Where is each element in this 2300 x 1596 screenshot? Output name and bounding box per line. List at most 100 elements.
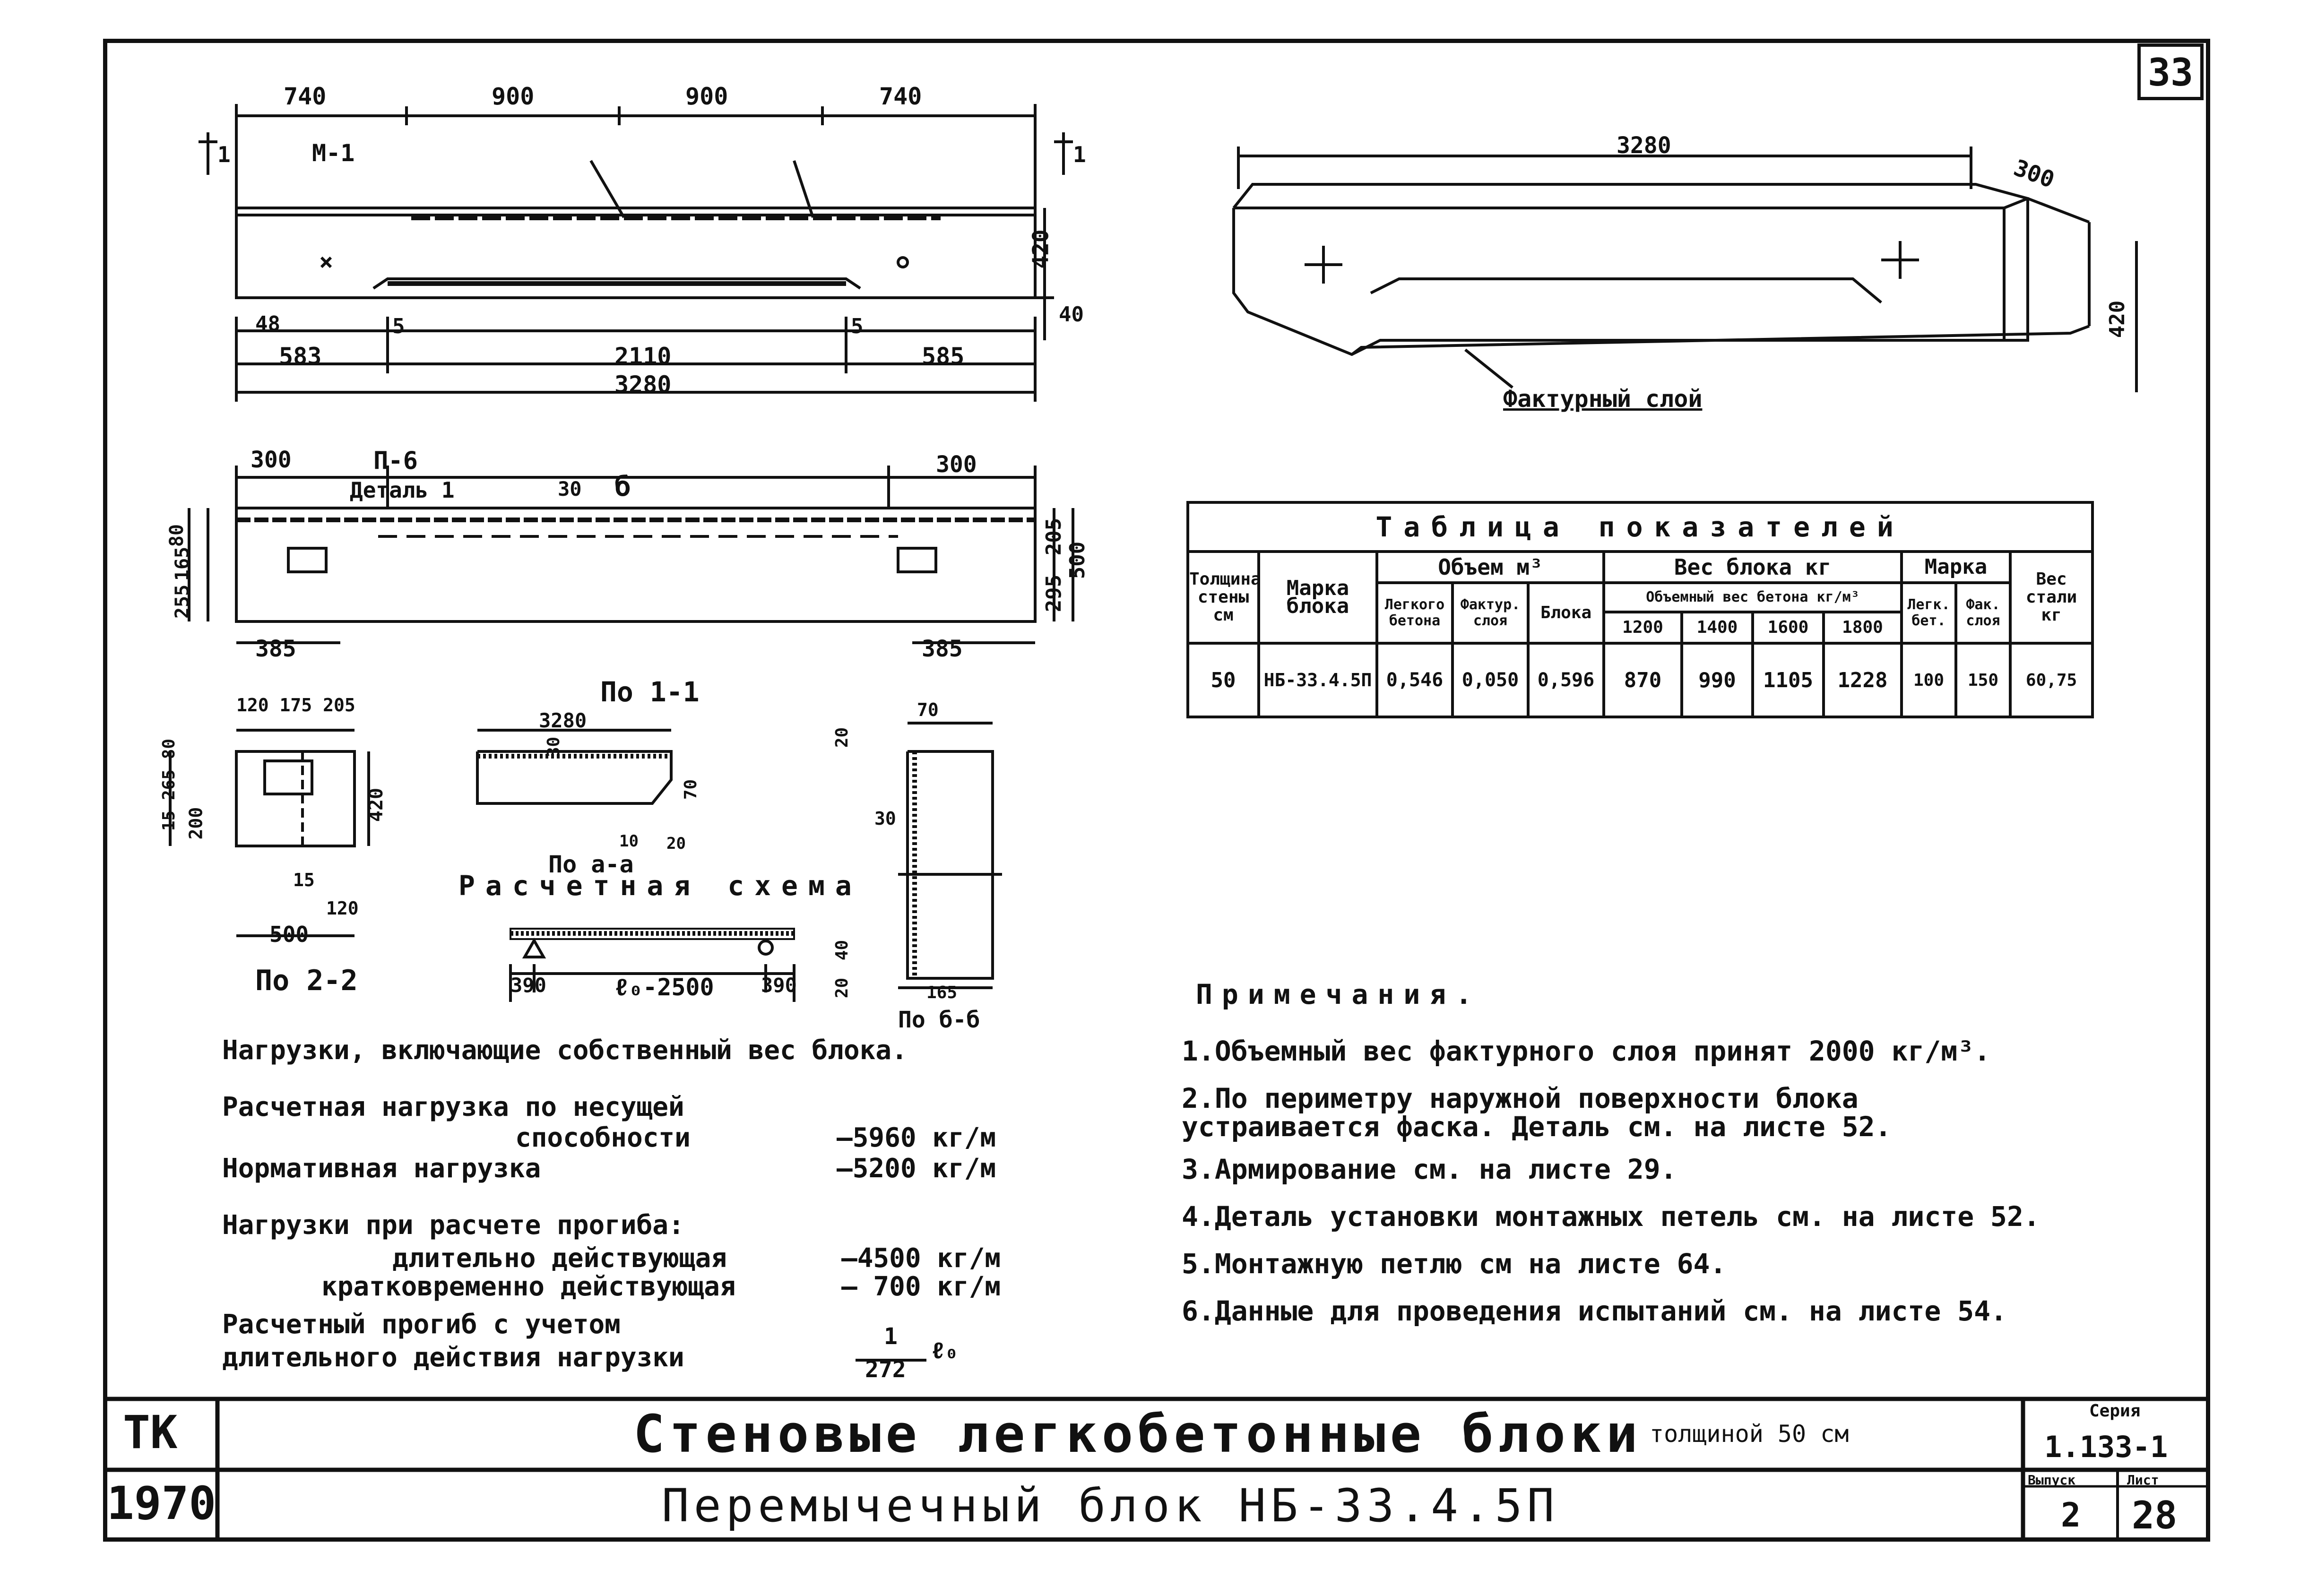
dim-40-bb: 40 <box>832 940 852 961</box>
title-tk: ТК <box>123 1406 178 1459</box>
section-mark-left: 1 <box>217 142 231 167</box>
norm-load-value: —5200 кг/м <box>837 1153 996 1184</box>
head-thickness: Толщина стены см <box>1186 550 1260 645</box>
note-4: 4.Деталь установки монтажных петель см. … <box>1182 1200 2040 1233</box>
dims-left-22: 15 265 80 <box>159 738 179 831</box>
head-volume-fact: Фактур. слоя <box>1451 581 1530 645</box>
cell-thickness: 50 <box>1186 642 1260 718</box>
dim-120-22: 120 <box>326 898 359 919</box>
deflection-label-1: Расчетный прогиб с учетом <box>222 1309 621 1340</box>
head-grade-light: Легк. бет. <box>1900 581 1957 645</box>
cell-grade-light: 100 <box>1900 642 1957 718</box>
calc-right: 390 <box>761 974 797 997</box>
plan-block <box>235 507 1037 623</box>
dim-385-left: 385 <box>255 636 296 662</box>
dim-500-plan: 500 <box>1065 541 1090 579</box>
cell-v-light: 0,546 <box>1375 642 1454 718</box>
short-load-label: кратковременно действующая <box>321 1271 736 1302</box>
loads-heading: Нагрузки, включающие собственный вес бло… <box>222 1035 908 1066</box>
norm-load-label: Нормативная нагрузка <box>222 1153 541 1184</box>
section-mark-right: 1 <box>1073 142 1086 167</box>
calc-load-value: —5960 кг/м <box>837 1122 996 1153</box>
head-grade: Марка <box>1900 550 2012 584</box>
dim-500-22: 500 <box>269 922 309 947</box>
dim-3280-11: 3280 <box>539 709 587 732</box>
cell-v-block: 0,596 <box>1527 642 1605 718</box>
dim-200-22: 200 <box>185 807 207 840</box>
cell-w1200: 870 <box>1602 642 1683 718</box>
dim-20-11: 20 <box>666 834 686 853</box>
notes-heading: Примечания. <box>1196 978 1482 1010</box>
deflection-label-2: длительного действия нагрузки <box>222 1342 684 1373</box>
dim-295: 295 <box>1042 574 1066 613</box>
head-volume-light: Легкого бетона <box>1375 581 1454 645</box>
table-title: Таблица показателей <box>1186 501 2094 553</box>
head-w1600: 1600 <box>1751 611 1825 645</box>
dim-70-bb: 70 <box>917 699 939 720</box>
cell-w1600: 1105 <box>1751 642 1825 718</box>
cell-mark: НБ-33.4.5П <box>1257 642 1378 718</box>
head-w1400: 1400 <box>1680 611 1754 645</box>
dim-583: 583 <box>279 343 322 370</box>
sheet-label: Лист <box>2127 1472 2159 1488</box>
note-3: 3.Армирование см. на листе 29. <box>1182 1153 1677 1185</box>
calc-load-label-2: способности <box>515 1122 691 1153</box>
dim-420-top: 420 <box>1028 229 1054 269</box>
series-label: Серия <box>2089 1401 2141 1421</box>
note-2a: 2.По периметру наружной поверхности блок… <box>1182 1082 1859 1114</box>
dim-585: 585 <box>922 343 965 370</box>
issue-label: Выпуск <box>2028 1472 2076 1488</box>
note-1: 1.Объемный вес фактурного слоя принят 20… <box>1182 1035 1991 1067</box>
dim-420-22: 420 <box>365 787 388 822</box>
head-steel: Вес стали кг <box>2008 550 2094 645</box>
cell-w1400: 990 <box>1680 642 1754 718</box>
iso-label-facing: Фактурный слой <box>1503 385 1703 413</box>
calc-left: 390 <box>510 974 546 997</box>
calc-scheme-title: Расчетная схема <box>458 870 862 902</box>
dim-740-left: 740 <box>284 83 327 110</box>
sheet-number: 33 <box>2137 43 2204 100</box>
dim-15-22: 15 <box>293 870 315 890</box>
dim-900-right: 900 <box>685 83 728 110</box>
dim-165-plan: 165 <box>172 546 194 581</box>
dim-5-left: 5 <box>392 314 405 338</box>
caption-section-11: По 1-1 <box>600 676 700 708</box>
dim-385-right: 385 <box>922 636 963 662</box>
deflection-numerator: 1 <box>884 1323 898 1350</box>
short-load-value: — 700 кг/м <box>841 1271 1001 1302</box>
long-load-value: —4500 кг/м <box>841 1243 1001 1274</box>
dim-20-bb: 20 <box>832 727 852 748</box>
mark-m1: M-1 <box>312 139 355 167</box>
iso-dim-420: 420 <box>2105 300 2130 338</box>
title-thickness: толщиной 50 см <box>1650 1420 1849 1448</box>
dim-10-11: 10 <box>619 832 639 851</box>
cell-steel: 60,75 <box>2008 642 2094 718</box>
label-p6: П-6 <box>373 447 418 475</box>
dim-900-left: 900 <box>492 83 535 110</box>
dim-5-right: 5 <box>851 314 864 338</box>
deflection-span: ℓ₀ <box>931 1337 959 1364</box>
dim-205: 205 <box>1042 518 1066 556</box>
cell-w1800: 1228 <box>1822 642 1903 718</box>
iso-dim-3280: 3280 <box>1617 132 1671 159</box>
head-weight: Вес блока кг <box>1602 550 1903 584</box>
deflection-denominator: 272 <box>865 1356 906 1383</box>
dim-30-11: 30 <box>544 736 564 758</box>
dim-3280-total: 3280 <box>614 371 672 398</box>
dim-40-side: 40 <box>1059 302 1084 327</box>
head-volume: Объем м³ <box>1375 550 1605 584</box>
head-w1800: 1800 <box>1822 611 1903 645</box>
note-5: 5.Монтажную петлю см на листе 64. <box>1182 1248 1727 1280</box>
issue-value: 2 <box>2061 1496 2081 1535</box>
dim-70-11: 70 <box>681 779 701 800</box>
calc-span: ℓ₀-2500 <box>614 974 714 1001</box>
head-volume-block: Блока <box>1527 581 1605 645</box>
caption-section-22: По 2-2 <box>255 964 358 997</box>
cell-grade-fact: 150 <box>1954 642 2012 718</box>
dim-20b-bb: 20 <box>832 977 852 999</box>
head-w1200: 1200 <box>1602 611 1683 645</box>
dim-30-bb: 30 <box>874 808 896 829</box>
label-detail-1: Деталь 1 <box>350 477 455 503</box>
note-2b: устраивается фаска. Деталь см. на листе … <box>1182 1111 1892 1143</box>
